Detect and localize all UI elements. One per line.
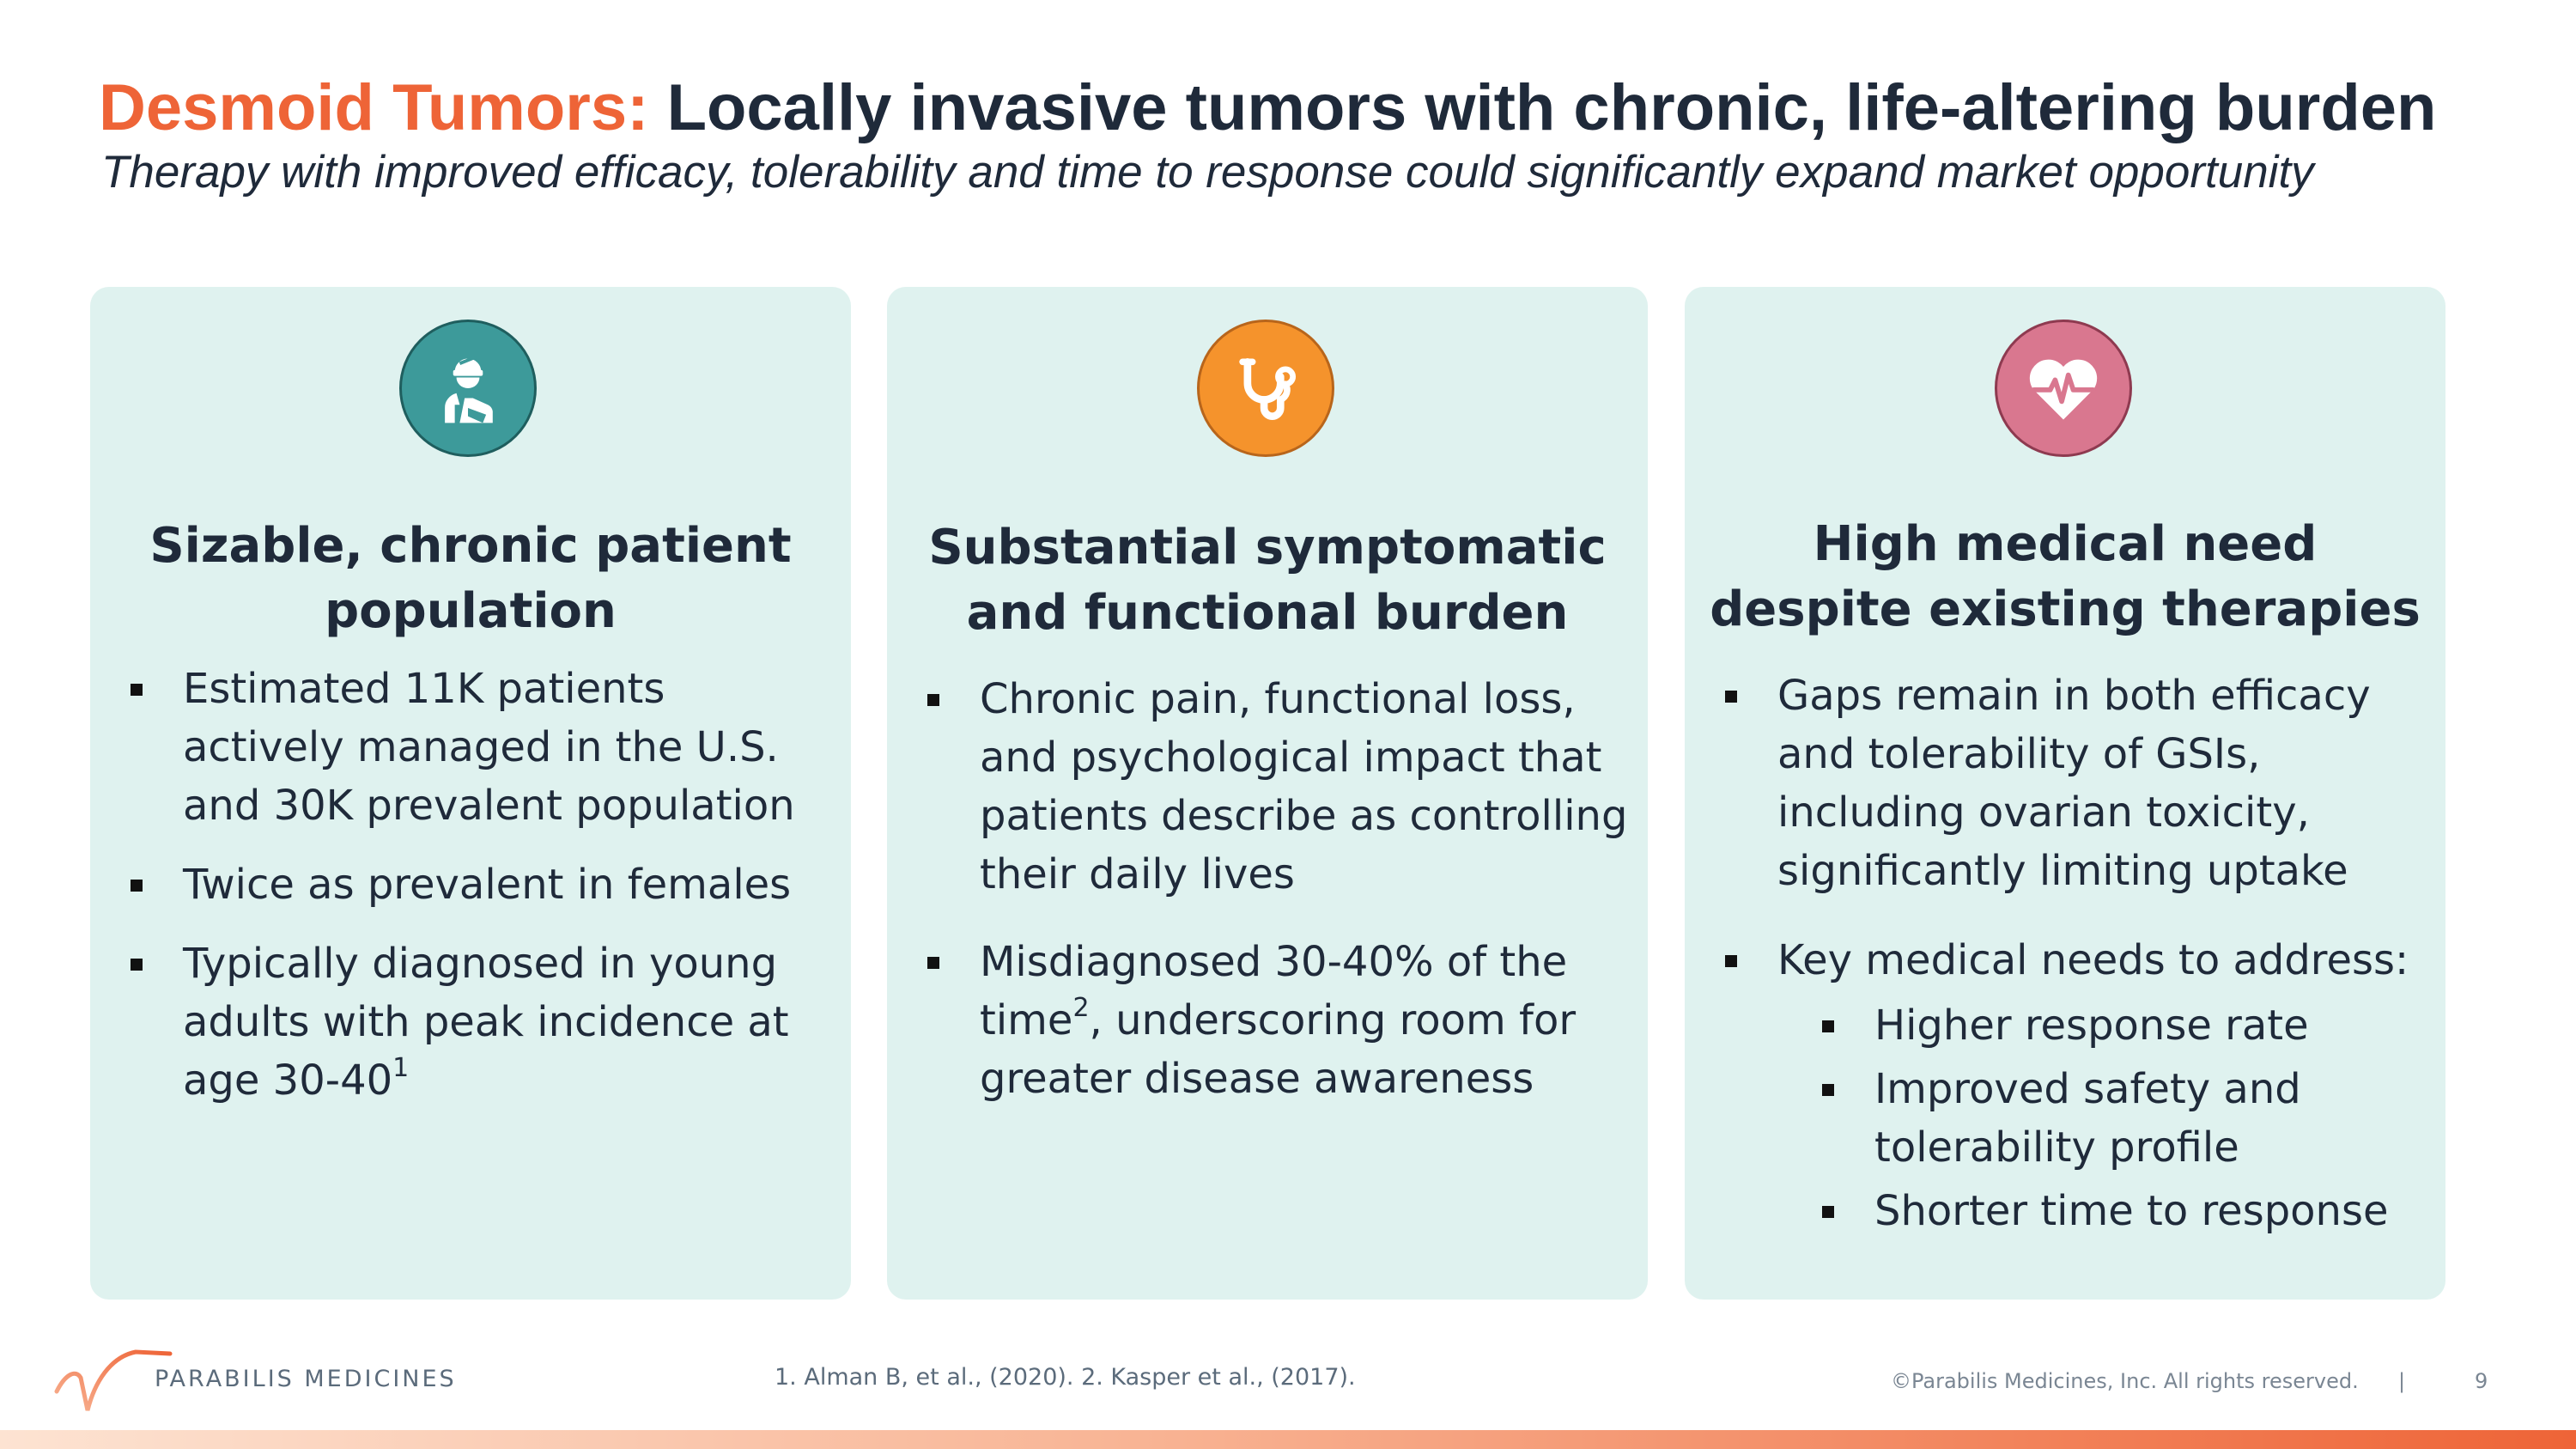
card-title: Substantial symptomatic and functional b… [904, 515, 1631, 646]
slide-subtitle: Therapy with improved efficacy, tolerabi… [101, 147, 2314, 198]
card-title: Sizable, chronic patient population [107, 514, 834, 644]
card-symptomatic-burden: Substantial symptomatic and functional b… [887, 287, 1648, 1300]
card-title-line1: Sizable, chronic patient [149, 518, 792, 574]
bullet-list: Gaps remain in both efficacy and tolerab… [1719, 667, 2428, 1240]
card-title: High medical need despite existing thera… [1702, 512, 2428, 642]
bottom-gradient-bar [0, 1430, 2576, 1449]
card-title-line2: population [325, 583, 617, 639]
list-item: Typically diagnosed in young adults with… [125, 935, 834, 1110]
heart-pulse-icon [1995, 320, 2132, 457]
list-item-text: Key medical needs to address: [1777, 936, 2409, 984]
bullet-list: Chronic pain, functional loss, and psych… [921, 670, 1631, 1108]
references: 1. Alman B, et al., (2020). 2. Kasper et… [775, 1364, 1356, 1391]
sub-list-item: Improved safety and tolerability profile [1816, 1060, 2428, 1177]
card-title-line1: High medical need [1813, 516, 2318, 572]
company-logo [54, 1349, 173, 1411]
footnote-ref: 1 [392, 1053, 410, 1083]
copyright: ©Parabilis Medicines, Inc. All rights re… [1891, 1369, 2359, 1393]
stethoscope-icon [1197, 320, 1334, 457]
list-item: Estimated 11K patients actively managed … [125, 660, 834, 835]
card-title-line1: Substantial symptomatic [928, 520, 1607, 575]
injured-patient-icon [399, 320, 537, 457]
card-medical-need: High medical need despite existing thera… [1685, 287, 2445, 1300]
list-item: Chronic pain, functional loss, and psych… [921, 670, 1631, 904]
sub-list-item: Higher response rate [1816, 996, 2428, 1055]
list-item: Twice as prevalent in females [125, 855, 834, 914]
sub-bullet-list: Higher response rate Improved safety and… [1777, 996, 2428, 1240]
list-item-text: Typically diagnosed in young adults with… [183, 940, 789, 1105]
slide-title: Desmoid Tumors: Locally invasive tumors … [99, 67, 2546, 149]
card-title-line2: despite existing therapies [1710, 581, 2421, 637]
list-item-text: Misdiagnosed 30-40% of the time [980, 938, 1568, 1044]
title-accent: Desmoid Tumors: [99, 71, 649, 144]
logo-wordmark: PARABILIS MEDICINES [155, 1366, 457, 1392]
sub-list-item: Shorter time to response [1816, 1182, 2428, 1240]
bullet-list: Estimated 11K patients actively managed … [125, 660, 834, 1110]
list-item: Misdiagnosed 30-40% of the time2, unders… [921, 933, 1631, 1108]
footer-divider: | [2398, 1369, 2406, 1393]
card-patient-population: Sizable, chronic patient population Esti… [90, 287, 851, 1300]
footnote-ref: 2 [1072, 993, 1090, 1023]
page-number: 9 [2475, 1369, 2488, 1393]
list-item: Key medical needs to address: Higher res… [1719, 931, 2428, 1240]
list-item: Gaps remain in both efficacy and tolerab… [1719, 667, 2428, 900]
card-title-line2: and functional burden [966, 585, 1569, 641]
title-text: Locally invasive tumors with chronic, li… [666, 71, 2437, 144]
list-item-text: , underscoring room for greater disease … [980, 996, 1577, 1103]
